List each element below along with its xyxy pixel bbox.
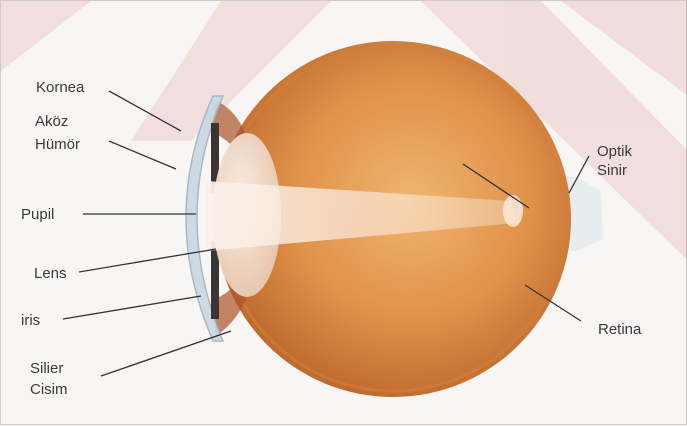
- label-iris: iris: [21, 312, 40, 329]
- label-lens: Lens: [34, 265, 67, 282]
- label-cisim: Cisim: [30, 381, 68, 398]
- label-silier: Silier: [30, 360, 63, 377]
- iris-leader: [63, 296, 201, 319]
- label-akoz: Aköz: [35, 113, 68, 130]
- label-retina: Retina: [598, 321, 642, 338]
- label-optik: Optik: [597, 143, 633, 160]
- label-kornea: Kornea: [36, 79, 85, 96]
- label-sinir: Sinir: [597, 162, 627, 179]
- silier-cisim-leader: [101, 331, 231, 376]
- fovea-spot: [503, 195, 523, 227]
- label-humor: Hümör: [35, 136, 80, 153]
- akoz-humor-leader: [109, 141, 176, 169]
- label-pupil: Pupil: [21, 206, 54, 223]
